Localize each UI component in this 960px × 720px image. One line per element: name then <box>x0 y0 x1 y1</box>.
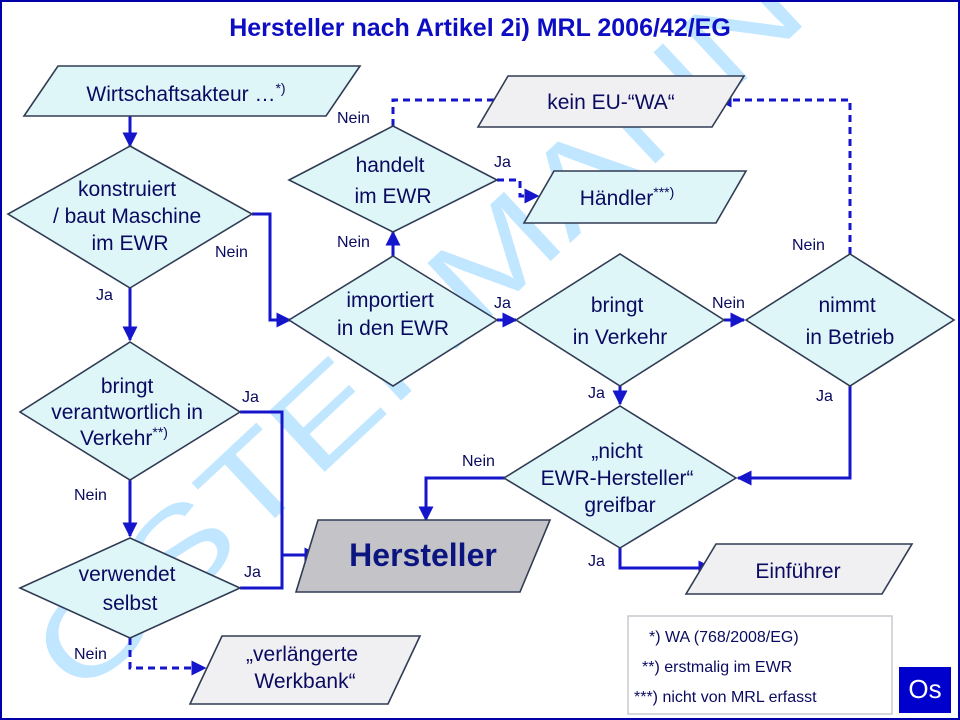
svg-text:bringt verantwortlich in: bringt verantwortlich in Verkehr**) <box>51 375 209 450</box>
connector-handelt-nein <box>391 92 514 126</box>
node-nicht-ewr-hersteller: „nicht EWR-Hersteller“ greifbar <box>502 405 738 549</box>
wirtschaftsakteur-footnote: *) <box>275 80 285 96</box>
connector-verwendet-ja <box>240 555 284 590</box>
handelt-line-2: im EWR <box>355 185 432 208</box>
verlaengerte-line-1: „verlängerte <box>246 643 358 666</box>
nimmt-line-2: in Betrieb <box>806 326 895 349</box>
svg-text:„verlängerte Werkbank“: „verlängerte Werkbank“ <box>246 643 364 693</box>
bringt-verantwortlich-line-2: verantwortlich in <box>51 401 203 424</box>
svg-text:handelt im EWR: handelt im EWR <box>355 154 432 208</box>
edge-label-importiert-ja: Ja <box>494 295 511 312</box>
connector-nicht-ewr-nein <box>418 476 506 522</box>
nimmt-line-1: nimmt <box>818 294 875 317</box>
legend-item-2: **) erstmalig im EWR <box>642 659 792 676</box>
edge-label-verwendet-ja: Ja <box>244 564 261 581</box>
kein-eu-wa-label: kein EU-“WA“ <box>547 91 675 114</box>
node-importiert: importiert in den EWR <box>287 255 499 387</box>
edge-label-bringt-verantwortlich-nein: Nein <box>74 487 107 504</box>
einfuehrer-label: Einführer <box>755 560 840 583</box>
importiert-line-1: importiert <box>346 289 434 312</box>
bringt-in-verkehr-line-1: bringt <box>591 294 644 317</box>
importiert-line-2: in den EWR <box>337 317 449 340</box>
node-bringt-in-verkehr: bringt in Verkehr <box>514 253 726 387</box>
konstruiert-line-2: / baut Maschine <box>53 205 201 228</box>
handelt-line-1: handelt <box>356 154 425 177</box>
svg-text:verwendet selbst: verwendet selbst <box>79 563 182 615</box>
connector-nimmt-nein <box>716 92 852 254</box>
edge-label-bringt-verantwortlich-ja: Ja <box>242 389 259 406</box>
svg-text:importiert in den EWR: importiert in den EWR <box>337 289 449 340</box>
logo-text: Os <box>908 674 941 704</box>
haendler-footnote: ***) <box>653 184 674 200</box>
node-handelt: handelt im EWR <box>287 125 499 233</box>
legend-item-3: ***) nicht von MRL erfasst <box>634 689 817 706</box>
haendler-label: Händler <box>580 187 654 210</box>
page-title: Hersteller nach Artikel 2i) MRL 2006/42/… <box>229 14 731 42</box>
node-bringt-verantwortlich: bringt verantwortlich in Verkehr**) <box>18 341 242 481</box>
logo-os: Os <box>897 665 953 715</box>
node-nimmt-in-betrieb: nimmt in Betrieb <box>744 253 956 387</box>
svg-text:konstruiert / baut Masch: konstruiert / baut Maschine im EWR <box>53 178 207 255</box>
verlaengerte-line-2: Werkbank“ <box>254 670 355 693</box>
node-einfuehrer: Einführer <box>684 543 914 595</box>
nicht-ewr-line-1: „nicht <box>591 440 643 463</box>
edge-label-handelt-nein: Nein <box>337 110 370 127</box>
edge-label-nicht-ewr-nein: Nein <box>462 453 495 470</box>
connector-bringt-verantwortlich-ja <box>240 410 320 563</box>
konstruiert-line-1: konstruiert <box>78 178 176 201</box>
svg-text:„nicht EWR-Hersteller“: „nicht EWR-Hersteller“ greifbar <box>541 440 700 517</box>
node-konstruiert: konstruiert / baut Maschine im EWR <box>6 145 254 289</box>
verwendet-line-2: selbst <box>103 592 158 615</box>
edge-label-handelt-ja: Ja <box>494 154 511 171</box>
edge-label-bringt-in-verkehr-ja: Ja <box>588 385 605 402</box>
svg-text:bringt in Verkehr: bringt in Verkehr <box>573 294 668 349</box>
node-wirtschaftsakteur: Wirtschaftsakteur …*) <box>22 65 362 117</box>
edge-label-konstruiert-ja: Ja <box>96 287 113 304</box>
svg-text:nimmt in Betrieb: nimmt in Betrieb <box>806 294 895 349</box>
edge-label-nimmt-nein: Nein <box>792 237 825 254</box>
svg-text:Händler***): Händler***) <box>580 184 675 210</box>
node-haendler: Händler***) <box>522 170 748 224</box>
nicht-ewr-line-2: EWR-Hersteller“ <box>541 467 694 490</box>
connector-handelt-ja <box>497 178 540 204</box>
bringt-in-verkehr-line-2: in Verkehr <box>573 326 668 349</box>
node-hersteller: Hersteller <box>294 519 552 593</box>
edge-label-verwendet-nein: Nein <box>74 646 107 663</box>
verwendet-line-1: verwendet <box>79 563 176 586</box>
connector-konstruiert-nein <box>252 212 292 328</box>
edge-label-nimmt-ja: Ja <box>816 388 833 405</box>
edge-label-importiert-nein: Nein <box>337 234 370 251</box>
svg-text:Wirtschaftsakteur …*): Wirtschaftsakteur …*) <box>86 80 285 106</box>
node-verwendet-selbst: verwendet selbst <box>18 537 242 639</box>
nicht-ewr-line-3: greifbar <box>584 494 655 517</box>
connector-nicht-ewr-ja <box>618 548 714 576</box>
node-verlaengerte-werkbank: „verlängerte Werkbank“ <box>188 635 422 705</box>
edge-label-nicht-ewr-ja: Ja <box>588 553 605 570</box>
node-kein-eu-wa: kein EU-“WA“ <box>476 75 746 128</box>
konstruiert-line-3: im EWR <box>92 232 169 255</box>
legend-box: *) WA (768/2008/EG) **) erstmalig im EWR… <box>627 615 893 715</box>
connector-nimmt-ja <box>736 386 852 486</box>
edge-label-bringt-in-verkehr-nein: Nein <box>712 295 745 312</box>
connector-verwendet-nein <box>128 638 207 676</box>
legend-item-1: *) WA (768/2008/EG) <box>649 629 799 646</box>
edge-label-konstruiert-nein: Nein <box>215 244 248 261</box>
wirtschaftsakteur-label: Wirtschaftsakteur … <box>86 83 275 106</box>
hersteller-label: Hersteller <box>349 537 497 573</box>
bringt-verantwortlich-line-1: bringt <box>101 375 154 398</box>
bringt-verantwortlich-line-3: Verkehr <box>80 427 152 450</box>
bringt-verantwortlich-footnote: **) <box>152 424 168 440</box>
